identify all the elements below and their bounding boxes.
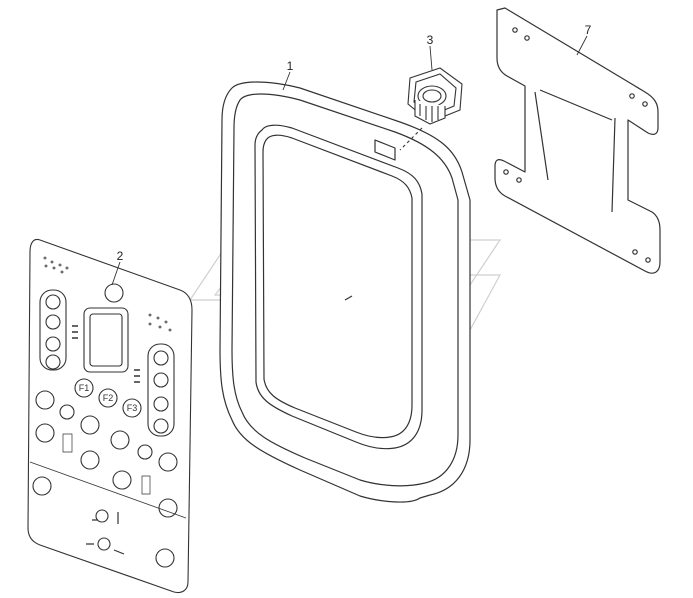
connector-part-3: [399, 67, 463, 151]
keypad-panel-part-2: [27, 238, 193, 594]
callout-3: 3: [427, 33, 434, 47]
leader-lines: [111, 35, 588, 286]
callout-2: 2: [117, 249, 124, 263]
f3-key-label: F3: [127, 403, 138, 413]
callout-7: 7: [585, 23, 592, 37]
bracket-part-7: [494, 7, 661, 274]
callout-1: 1: [287, 59, 294, 73]
f1-key-label: F1: [79, 383, 90, 393]
housing-part-1: [219, 81, 471, 503]
f2-key-label: F2: [103, 393, 114, 403]
